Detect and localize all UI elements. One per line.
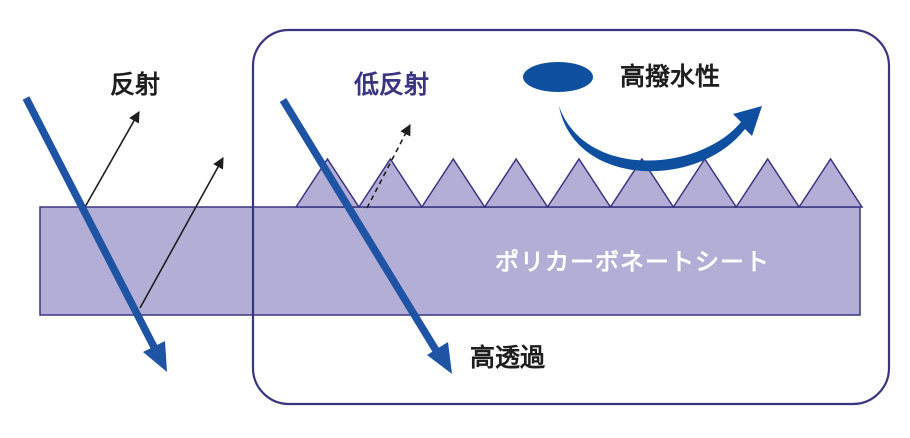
reflected-ray-surface <box>84 111 140 208</box>
microstructure-peak <box>671 157 738 208</box>
high-water-repellency-label: 高撥水性 <box>620 62 721 91</box>
microstructure-peak <box>420 157 487 208</box>
low-reflection-label: 低反射 <box>354 70 430 99</box>
water-droplet <box>523 62 593 92</box>
water-rolloff-arrow <box>559 106 762 172</box>
reflected-ray-internal <box>139 157 224 309</box>
microstructure-peak <box>609 157 675 208</box>
microstructure-peak <box>797 157 864 208</box>
microstructure-peak <box>357 157 424 208</box>
high-transmission-label: 高透過 <box>470 343 546 372</box>
weak-reflected-ray <box>366 124 411 209</box>
moth-eye-microstructure <box>294 157 864 208</box>
polycarbonate-sheet <box>39 206 861 316</box>
microstructure-peak <box>734 157 801 208</box>
microstructure-peak <box>483 157 549 208</box>
incident-light-arrow-right <box>279 98 452 374</box>
incident-light-arrow-left <box>22 96 167 372</box>
sheet-label: ポリカーボネートシート <box>495 248 770 276</box>
reflection-label: 反射 <box>110 70 161 99</box>
microstructure-peak <box>546 157 612 208</box>
treated-surface-frame <box>251 28 891 406</box>
